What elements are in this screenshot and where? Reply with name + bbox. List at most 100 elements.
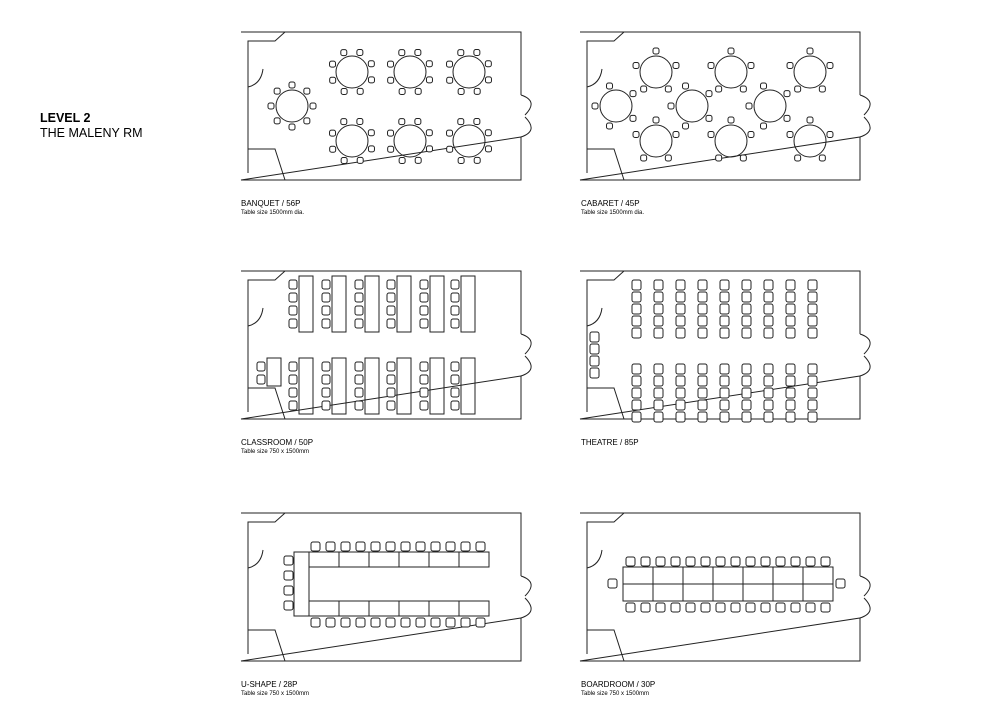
chair <box>354 361 364 372</box>
chair <box>340 617 351 628</box>
chair <box>763 411 774 423</box>
chair <box>631 291 642 303</box>
chair <box>631 327 642 339</box>
chair <box>806 116 814 124</box>
door-swing-left <box>247 549 264 569</box>
ushape-table <box>368 551 400 568</box>
table-top <box>393 55 427 89</box>
table-top <box>753 89 787 123</box>
chair <box>288 305 298 316</box>
chair <box>727 116 735 124</box>
ushape-table <box>308 600 340 617</box>
chair <box>652 47 660 55</box>
ushape-table <box>293 551 310 617</box>
entry-alcove-bottom <box>248 629 286 662</box>
chair <box>820 602 831 613</box>
chair <box>398 118 406 126</box>
chair <box>446 60 454 68</box>
chair <box>457 87 465 95</box>
chair <box>400 541 411 552</box>
chair <box>385 541 396 552</box>
chair <box>340 156 348 164</box>
boardroom-table <box>712 566 744 585</box>
entry-alcove-top <box>241 512 287 568</box>
chair <box>715 154 723 162</box>
chair <box>807 279 818 291</box>
chair <box>670 556 681 567</box>
chair <box>419 305 429 316</box>
banquet-title: BANQUET / 56P <box>241 199 301 208</box>
chair <box>446 129 454 137</box>
chair <box>460 541 471 552</box>
chair <box>457 156 465 164</box>
round-table <box>446 49 492 95</box>
chair <box>675 327 686 339</box>
ushape-table <box>398 600 430 617</box>
chair <box>697 411 708 423</box>
chair <box>606 82 614 90</box>
chair <box>719 363 730 375</box>
chair <box>288 81 296 89</box>
chair <box>283 600 294 611</box>
table-top <box>639 55 673 89</box>
round-table <box>667 82 713 130</box>
classroom-table <box>429 275 445 333</box>
chair <box>450 292 460 303</box>
room-wall <box>240 31 522 181</box>
chair <box>785 399 796 411</box>
ushape-table <box>338 551 370 568</box>
chair <box>785 411 796 423</box>
entry-alcove-top <box>580 512 626 568</box>
chair <box>354 400 364 411</box>
chair <box>653 291 664 303</box>
round-table <box>329 118 375 164</box>
chair <box>400 617 411 628</box>
chair <box>288 374 298 385</box>
chair <box>321 374 331 385</box>
table-top <box>275 89 309 123</box>
cabaret-plan-drawing <box>579 31 871 181</box>
chair <box>283 585 294 596</box>
chair <box>719 303 730 315</box>
chair <box>763 327 774 339</box>
chair <box>790 602 801 613</box>
theatre-title: THEATRE / 85P <box>581 438 639 447</box>
chair <box>653 411 664 423</box>
chair <box>386 374 396 385</box>
chair <box>450 374 460 385</box>
chair <box>607 578 618 589</box>
chair <box>321 318 331 329</box>
chair <box>741 387 752 399</box>
boardroom-floor-plan <box>578 512 878 664</box>
chair <box>473 118 481 126</box>
chair <box>419 400 429 411</box>
chair <box>741 303 752 315</box>
cabaret-floor-plan <box>578 31 878 183</box>
round-table <box>632 116 680 162</box>
chair <box>386 400 396 411</box>
chair <box>625 602 636 613</box>
chair <box>719 279 730 291</box>
chair <box>273 117 281 125</box>
chair <box>697 303 708 315</box>
chair <box>267 102 275 110</box>
entry-alcove-top <box>580 270 626 326</box>
chair <box>310 541 321 552</box>
chair <box>367 145 375 153</box>
chair <box>697 363 708 375</box>
chair <box>273 87 281 95</box>
chair <box>745 602 756 613</box>
chair <box>446 145 454 153</box>
chair <box>794 154 802 162</box>
chair <box>760 556 771 567</box>
chair <box>450 318 460 329</box>
chair <box>367 60 375 68</box>
chair <box>387 76 395 84</box>
chair <box>653 303 664 315</box>
chair <box>675 411 686 423</box>
entry-alcove-bottom <box>248 148 286 181</box>
double-door <box>520 575 532 619</box>
chair <box>321 292 331 303</box>
classroom-table <box>460 275 476 333</box>
table-top <box>452 124 486 158</box>
